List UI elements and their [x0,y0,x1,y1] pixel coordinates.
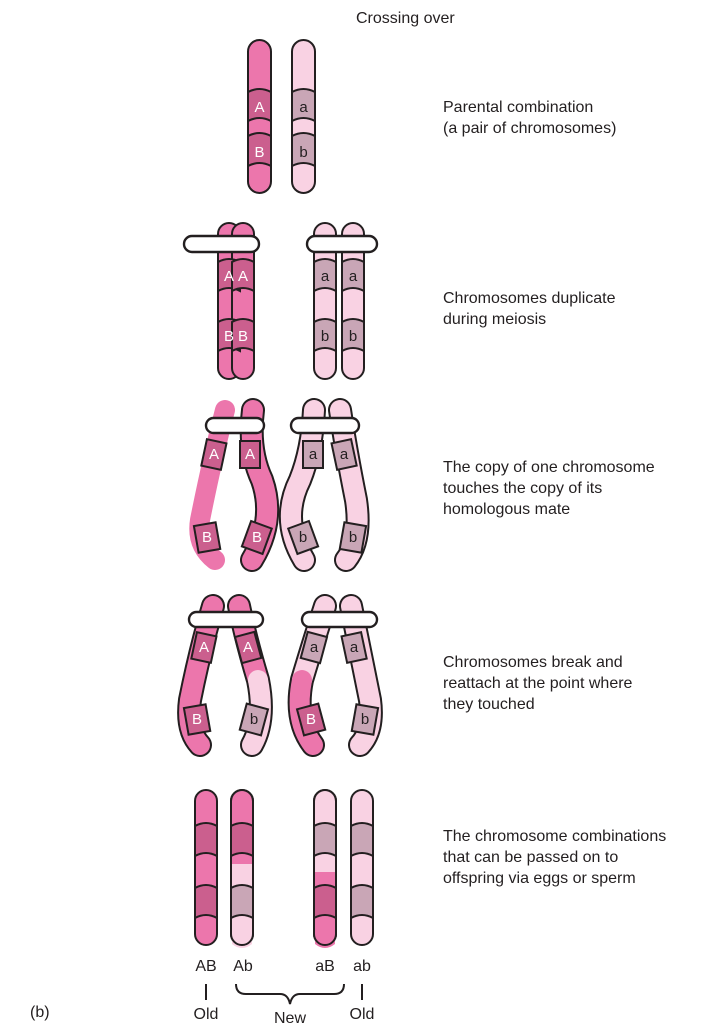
gene-B: B [192,711,202,728]
stage-4-chromosomes: A A B b a a B b [184,606,378,745]
gene-A: A [199,639,209,656]
origin-markers [206,984,362,1004]
gene-A: A [245,446,255,463]
genotype-label-2: Ab [223,958,263,976]
gene-a: a [350,639,359,656]
gene-b: b [349,529,357,546]
gene-a: a [309,446,318,463]
panel-label: (b) [30,1004,50,1022]
gene-B: B [238,328,248,345]
gene-a: a [340,446,349,463]
gene-b: b [349,328,357,345]
gene-B: B [252,529,262,546]
gene-A: A [238,268,248,285]
gene-B: B [224,328,234,345]
gene-A: A [209,446,219,463]
gene-A: A [254,99,264,116]
gene-B: B [202,529,212,546]
genotype-label-1: AB [186,958,226,976]
genotype-label-4: ab [342,958,382,976]
gene-b: b [321,328,329,345]
stage-1-description: Parental combination (a pair of chromoso… [443,97,616,139]
gene-a: a [349,268,358,285]
gene-A: A [243,639,253,656]
gene-b: b [299,529,307,546]
gene-a: a [299,99,308,116]
stage-5-description: The chromosome combinations that can be … [443,826,666,889]
stage-1-chromosomes: A B a b [248,40,315,193]
stage-5-chromosomes [195,790,373,948]
gene-b: b [361,711,369,728]
origin-label-new: New [270,1010,310,1028]
gene-b: b [299,144,307,161]
stage-3-chromosomes: A A B B a a b b [194,410,366,560]
origin-label-old: Old [186,1006,226,1024]
gene-b: b [250,711,258,728]
gene-A: A [224,268,234,285]
stage-2-chromosomes: A A B B a a b b [184,223,377,379]
origin-label-old: Old [342,1006,382,1024]
gene-B: B [254,144,264,161]
stage-2-description: Chromosomes duplicate during meiosis [443,288,616,330]
gene-a: a [310,639,319,656]
gene-B: B [306,711,316,728]
genotype-label-3: aB [305,958,345,976]
stage-4-description: Chromosomes break and reattach at the po… [443,652,632,715]
gene-a: a [321,268,330,285]
stage-3-description: The copy of one chromosome touches the c… [443,457,655,520]
